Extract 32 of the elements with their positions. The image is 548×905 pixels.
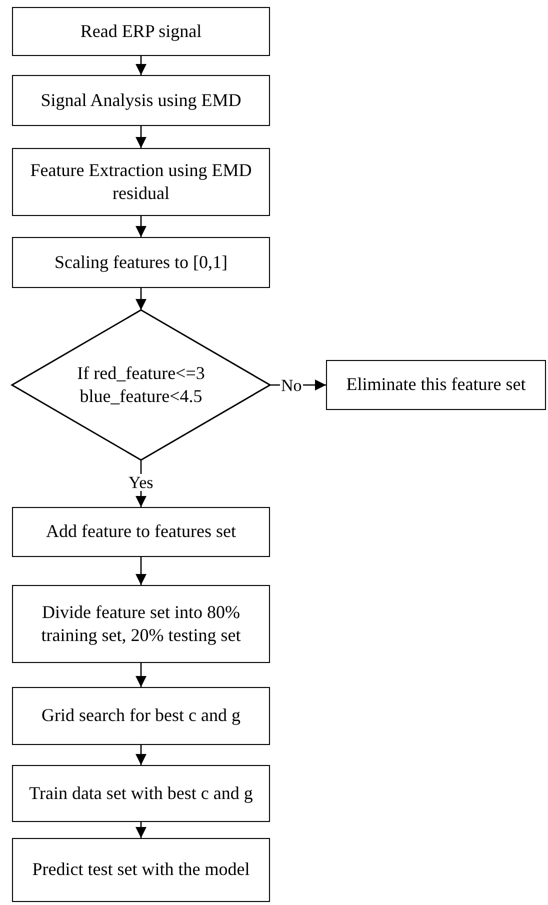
node-text: Predict test set with the model — [31, 858, 251, 882]
arrow — [136, 126, 146, 148]
arrow — [136, 216, 146, 237]
node-text: Eliminate this feature set — [345, 373, 527, 396]
node-text: Train data set with best c and g — [28, 782, 254, 805]
arrow — [136, 557, 146, 585]
process-box — [12, 507, 270, 557]
arrow — [136, 288, 146, 310]
arrow — [136, 822, 146, 838]
node-text: Scaling features to [0,1] — [54, 250, 228, 274]
process-box — [12, 765, 270, 822]
node-text: Signal Analysis using EMD — [40, 88, 242, 112]
process-box — [12, 237, 270, 288]
node-text: Read ERP signal — [79, 20, 203, 43]
arrow — [136, 56, 146, 75]
process-box — [12, 148, 270, 216]
process-box — [326, 360, 546, 410]
node-text: Grid search for best c and g — [40, 704, 242, 728]
arrow — [136, 663, 146, 687]
process-box — [12, 687, 270, 745]
node-text: Feature Extraction using EMD residual — [29, 158, 253, 205]
edge-label: Yes — [128, 474, 154, 491]
process-box — [12, 838, 270, 902]
edge-label: No — [280, 376, 303, 394]
process-box — [12, 7, 270, 56]
process-box — [12, 585, 270, 663]
process-box — [12, 75, 270, 126]
node-text: If red_feature<=3 blue_feature<4.5 — [76, 362, 206, 408]
decision-diamond — [12, 310, 270, 460]
node-text: Divide feature set into 80% training set, 20% testing set — [40, 600, 242, 647]
arrow — [136, 745, 146, 765]
node-text: Add feature to features set — [45, 520, 237, 544]
